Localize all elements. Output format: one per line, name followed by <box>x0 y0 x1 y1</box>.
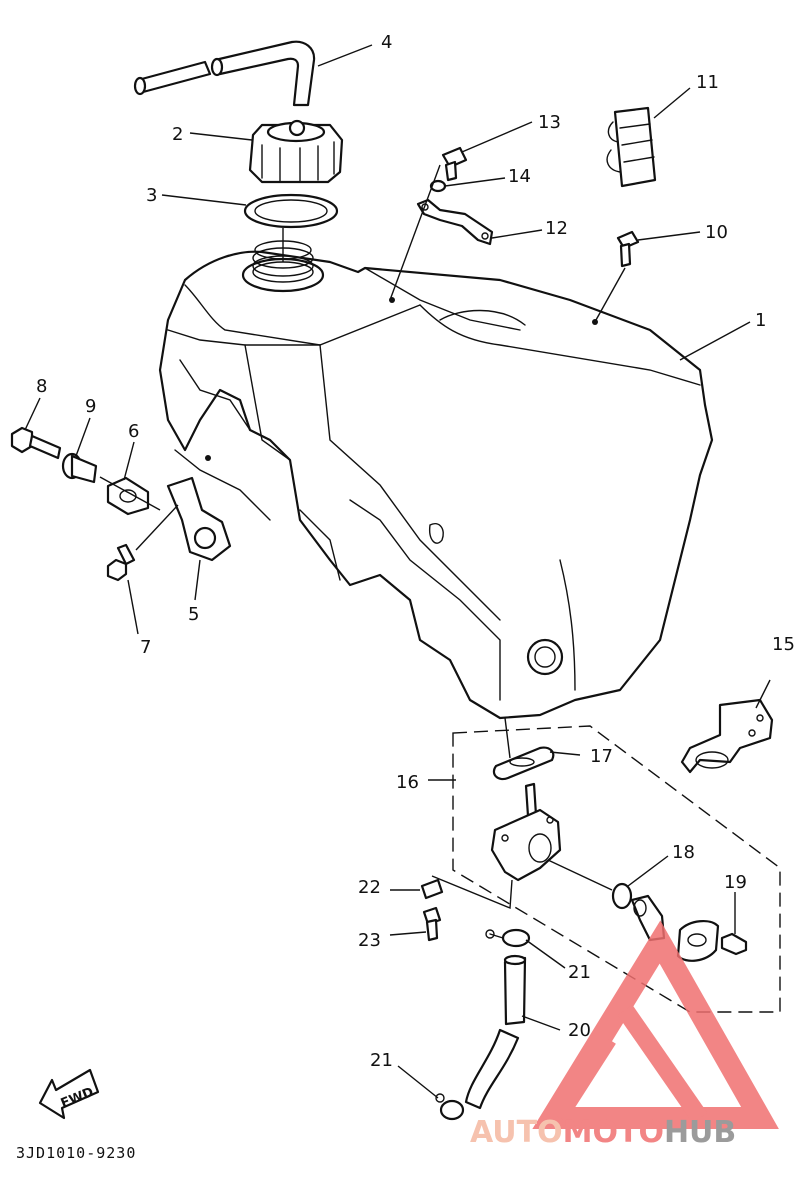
washer-22 <box>420 878 444 900</box>
part-label-12: 12 <box>545 218 568 239</box>
fuel-cock-gasket-17 <box>492 746 555 781</box>
clamp-15 <box>680 698 774 774</box>
part-label-9: 9 <box>85 396 96 417</box>
filler-cap <box>248 119 344 184</box>
cap-gasket <box>243 193 339 229</box>
plate-19 <box>676 920 720 962</box>
bolt-10 <box>616 230 640 268</box>
drawing-code: 3JD1010-9230 <box>16 1144 136 1162</box>
hose-clip-21a <box>485 928 531 948</box>
forward-arrow-icon: FWD <box>38 1068 100 1120</box>
screw-23 <box>422 906 442 942</box>
part-label-16: 16 <box>396 772 419 793</box>
watermark-triangle-icon <box>532 920 779 1129</box>
part-label-10: 10 <box>705 222 728 243</box>
part-label-5: 5 <box>188 604 199 625</box>
part-label-18: 18 <box>672 842 695 863</box>
part-label-19: 19 <box>724 872 747 893</box>
part-label-7: 7 <box>140 637 151 658</box>
assembly-16-boundary <box>452 725 781 1013</box>
collar-9 <box>61 452 98 484</box>
part-label-2: 2 <box>172 124 183 145</box>
bolt-8 <box>10 426 62 460</box>
leader-lines <box>24 44 771 1099</box>
part-label-14: 14 <box>508 166 531 187</box>
part-label-8: 8 <box>36 376 47 397</box>
part-label-1: 1 <box>755 310 766 331</box>
part-label-22: 22 <box>358 877 381 898</box>
watermark-text: AUTOMOTOHUB <box>470 1115 736 1150</box>
screw-19 <box>720 932 748 956</box>
part-label-6: 6 <box>128 421 139 442</box>
part-label-3: 3 <box>146 185 157 206</box>
part-label-11: 11 <box>696 72 719 93</box>
bolt-7 <box>106 543 136 582</box>
part-number-labels: 4 2 3 11 13 14 12 10 1 8 9 6 5 7 15 16 1… <box>36 32 795 1071</box>
fuel-tank <box>158 240 714 720</box>
bracket-12 <box>416 198 494 246</box>
part-label-23: 23 <box>358 930 381 951</box>
part-label-20: 20 <box>568 1020 591 1041</box>
fuel-cock-body <box>490 782 562 882</box>
part-label-15: 15 <box>772 634 795 655</box>
fuel-hose-20 <box>464 954 527 1110</box>
hose-clip-21b <box>435 1093 465 1121</box>
damper-6 <box>106 476 150 516</box>
part-label-13: 13 <box>538 112 561 133</box>
bolt-13 <box>441 146 468 182</box>
bracket-5 <box>166 476 232 562</box>
part-label-4: 4 <box>381 32 392 53</box>
automotohub-watermark: AUTOMOTOHUB <box>470 920 779 1150</box>
part-label-21-lower: 21 <box>370 1050 393 1071</box>
fastener-strap <box>606 106 657 188</box>
part-label-17: 17 <box>590 746 613 767</box>
part-label-21-upper: 21 <box>568 962 591 983</box>
o-ring-18 <box>611 882 633 910</box>
breather-hose <box>133 40 316 107</box>
